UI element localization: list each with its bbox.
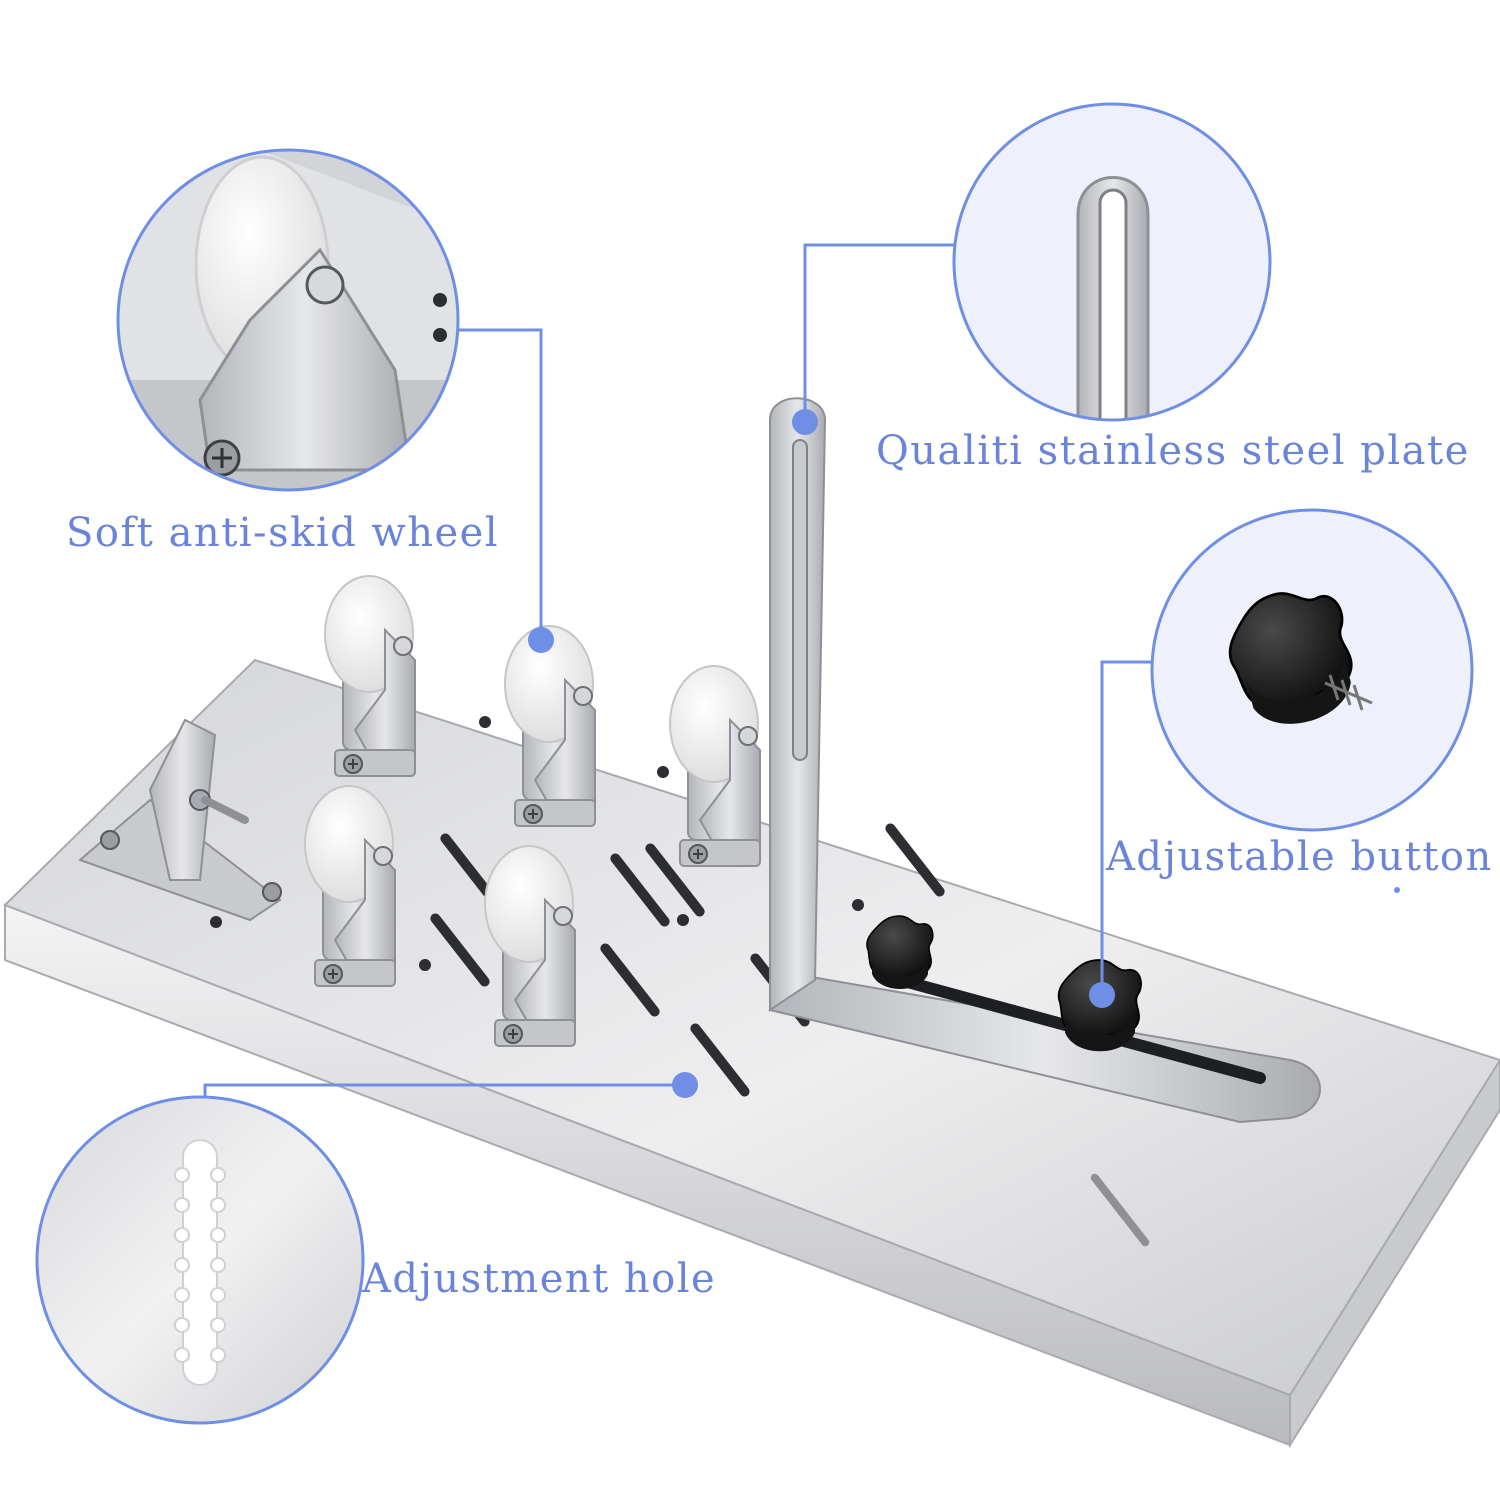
plate-leader-line bbox=[803, 243, 955, 422]
plate-callout-dot bbox=[792, 409, 818, 435]
hole-callout-dot bbox=[672, 1072, 698, 1098]
hole-callout-label: Adjustment hole bbox=[362, 1256, 717, 1302]
wheel-leader-line bbox=[455, 328, 543, 640]
adjustment-slots bbox=[210, 716, 1150, 1247]
slide-arm bbox=[768, 973, 1321, 1124]
scalloped-slot-detail-icon bbox=[35, 1095, 365, 1425]
button-callout-label: Adjustable button bbox=[1106, 834, 1493, 880]
knob-detail-icon bbox=[1150, 508, 1474, 832]
button-leader-line bbox=[1100, 660, 1155, 995]
cutter-holder bbox=[78, 718, 282, 922]
plate-callout-label: Qualiti stainless steel plate bbox=[876, 428, 1470, 474]
small-dot bbox=[1394, 887, 1400, 893]
hole-leader-line bbox=[203, 1083, 685, 1098]
button-callout-dot bbox=[1089, 982, 1115, 1008]
bottle-cutter-product bbox=[3, 397, 1500, 1449]
callout-lines bbox=[203, 243, 1155, 1098]
wheel-callout-label: Soft anti-skid wheel bbox=[66, 510, 500, 556]
callout-dots bbox=[528, 409, 1400, 1098]
wheel-detail-icon bbox=[116, 148, 460, 492]
plate-knob-rear bbox=[866, 915, 934, 990]
wheel-callout-dot bbox=[528, 627, 554, 653]
slotted-plate-detail-icon bbox=[952, 102, 1272, 422]
